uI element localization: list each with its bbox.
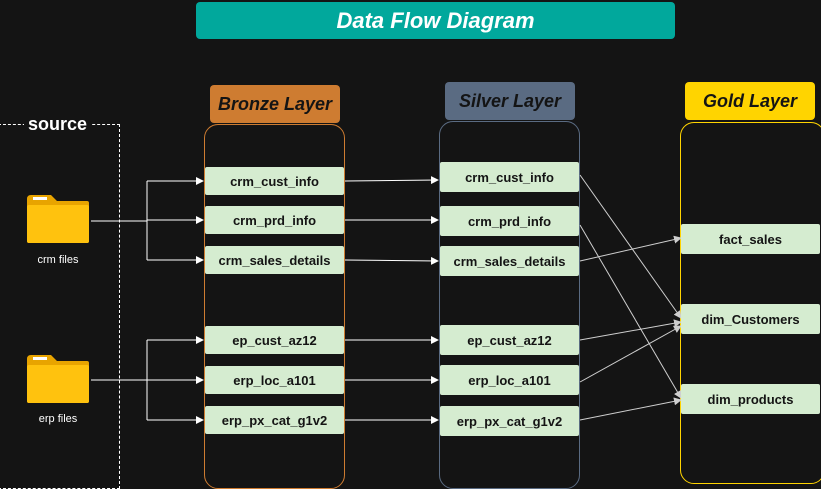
gold-node-dim-customers: dim_Customers (681, 304, 820, 334)
bronze-node-erp-loc-a101: erp_loc_a101 (205, 366, 344, 394)
erp-files-label: erp files (38, 413, 78, 425)
silver-node-erp-px-cat-g1v2: erp_px_cat_g1v2 (440, 406, 579, 436)
crm-files-label: crm files (37, 254, 79, 266)
erp-folder-icon (27, 355, 89, 403)
silver-node-ep-cust-az12: ep_cust_az12 (440, 325, 579, 355)
silver-node-erp-loc-a101: erp_loc_a101 (440, 365, 579, 395)
bronze-node-crm-sales-details: crm_sales_details (205, 246, 344, 274)
gold-node-fact-sales: fact_sales (681, 224, 820, 254)
bronze-node-ep-cust-az12: ep_cust_az12 (205, 326, 344, 354)
bronze-node-erp-px-cat-g1v2: erp_px_cat_g1v2 (205, 406, 344, 434)
silver-node-crm-cust-info: crm_cust_info (440, 162, 579, 192)
gold-layer-title: Gold Layer (685, 82, 815, 120)
bronze-node-crm-prd-info: crm_prd_info (205, 206, 344, 234)
gold-layer-container (680, 122, 821, 484)
silver-node-crm-prd-info: crm_prd_info (440, 206, 579, 236)
diagram-title: Data Flow Diagram (196, 2, 675, 39)
gold-node-dim-products: dim_products (681, 384, 820, 414)
crm-folder-icon (27, 195, 89, 243)
bronze-node-crm-cust-info: crm_cust_info (205, 167, 344, 195)
silver-node-crm-sales-details: crm_sales_details (440, 246, 579, 276)
bronze-layer-title: Bronze Layer (210, 85, 340, 123)
source-label: source (24, 114, 92, 135)
silver-layer-title: Silver Layer (445, 82, 575, 120)
